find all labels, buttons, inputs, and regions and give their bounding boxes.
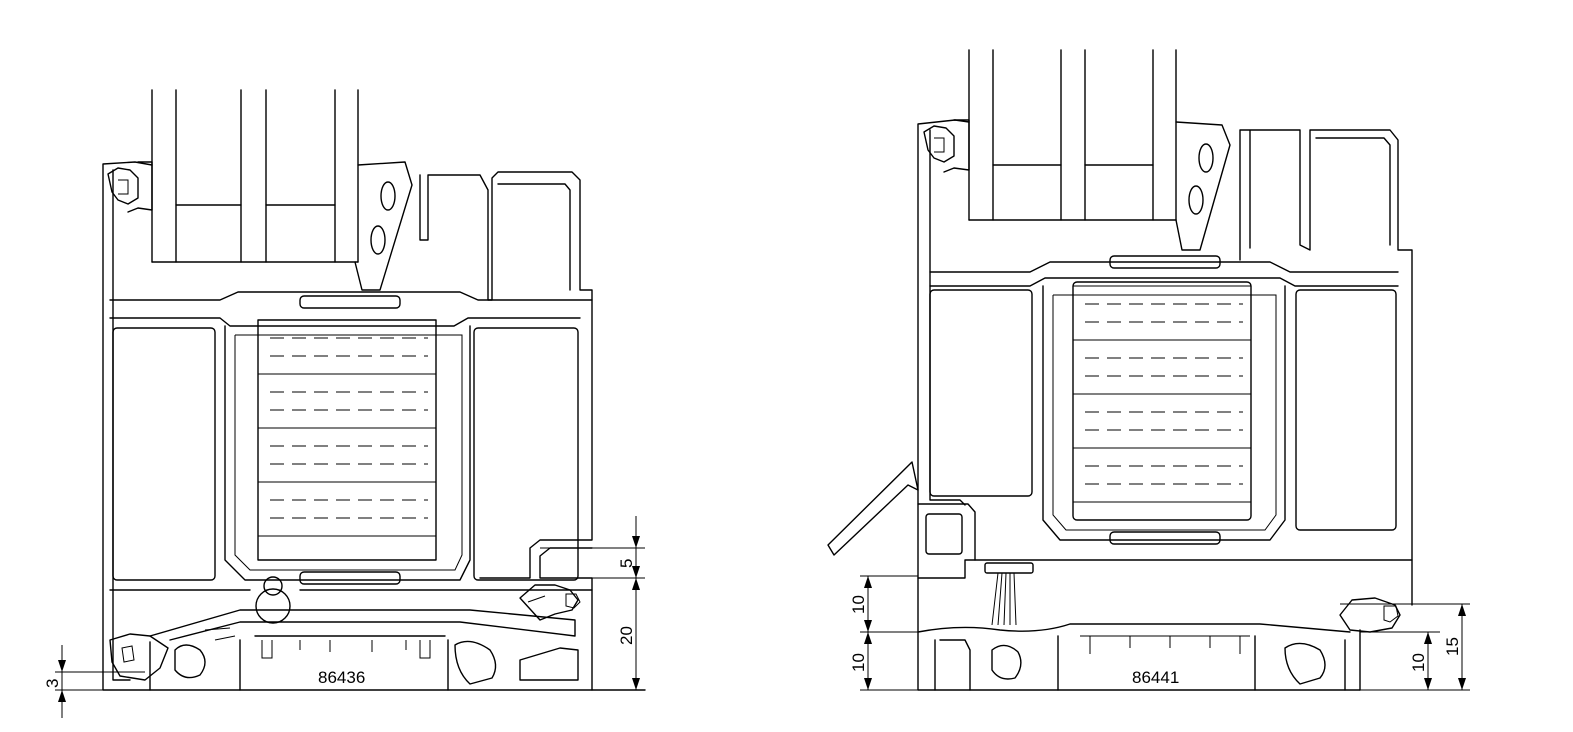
left-dim-offset: 3: [43, 679, 62, 688]
left-profile-section: 86436 5 20 3: [43, 89, 646, 718]
right-profile-section: 86441 10 10 10 15: [827, 49, 1470, 691]
right-profile-code: 86441: [1132, 668, 1179, 687]
right-brush-seal: [984, 562, 1034, 626]
right-dim-total: 15: [1443, 637, 1462, 656]
left-dim-height: 20: [617, 626, 636, 645]
right-dim-lower: 10: [849, 653, 868, 672]
right-top-gasket: [923, 119, 970, 173]
left-insulation-core: [224, 295, 471, 585]
right-chamber-inner: [1295, 289, 1397, 531]
left-dimension-lines: [55, 516, 645, 718]
right-frame-outline: [917, 119, 1413, 691]
right-outside-gasket: [1339, 597, 1401, 633]
right-dim-upper: 10: [849, 595, 868, 614]
left-chamber-outer: [112, 327, 216, 581]
left-chamber-inner: [473, 327, 579, 581]
left-glazing-unit: [151, 89, 359, 263]
right-dimension-lines: [860, 575, 1470, 691]
right-outside-drip: [827, 461, 919, 556]
right-dim-small: 10: [1409, 653, 1428, 672]
left-outside-gasket: [519, 584, 581, 621]
left-top-gasket: [107, 161, 153, 213]
left-bottom-gasket: [109, 633, 169, 691]
left-frame-outline: [102, 161, 646, 691]
right-drain-chamber: [925, 513, 963, 555]
right-chamber-outer: [929, 289, 1033, 497]
right-glazing-unit: [968, 49, 1177, 221]
left-sill-profile: [109, 576, 593, 691]
left-profile-code: 86436: [318, 668, 365, 687]
right-glazing-bead: [1175, 121, 1231, 251]
right-threshold-profile: [917, 623, 1351, 691]
left-glazing-bead: [354, 161, 413, 291]
right-insulation-core: [1042, 255, 1286, 545]
left-dim-gap: 5: [617, 559, 636, 568]
